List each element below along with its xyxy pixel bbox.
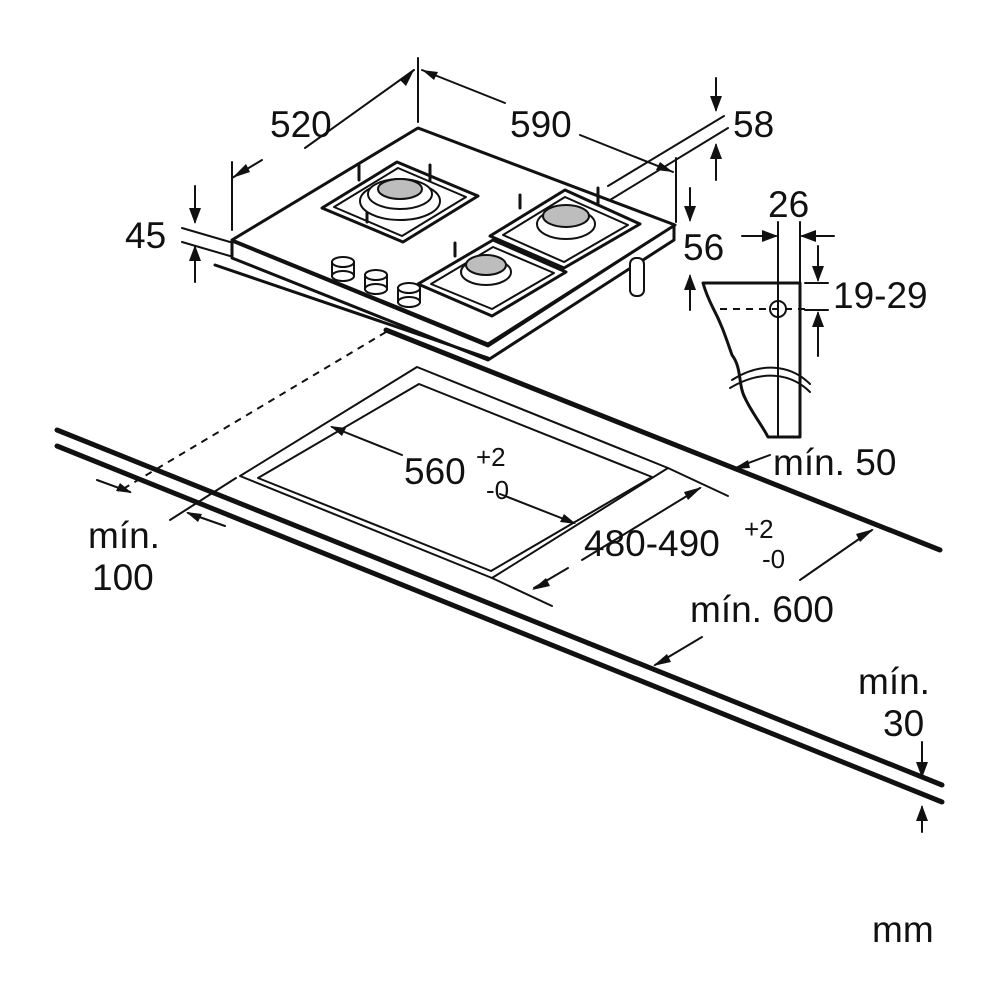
label-58: 58: [733, 104, 774, 145]
countertop-side-dashed-line: [117, 331, 387, 493]
label-min-30-line2: 30: [883, 703, 924, 744]
label-590: 590: [510, 104, 572, 145]
label-56: 56: [683, 227, 724, 268]
pan-support: [320, 160, 480, 244]
label-min-50: mín. 50: [773, 442, 896, 483]
label-560-tol-plus: +2: [476, 442, 506, 472]
control-knob: [331, 256, 355, 282]
label-min-100-line1: mín.: [88, 515, 160, 556]
label-26: 26: [768, 184, 809, 225]
label-560: 560: [404, 451, 466, 492]
label-560-tol-minus: -0: [486, 475, 509, 505]
unit-label: mm: [872, 909, 934, 950]
hob-glass-top: [230, 126, 677, 346]
burner-front: [416, 238, 568, 318]
pan-support: [488, 188, 642, 270]
hob-foot: [629, 257, 645, 297]
dimension-lines: [96, 57, 928, 833]
label-min-600: mín. 600: [690, 589, 834, 630]
label-19-29: 19-29: [833, 275, 928, 316]
hob-side-faces: [230, 223, 676, 362]
control-knobs: [331, 256, 421, 308]
control-knob: [364, 269, 388, 295]
countertop: [54, 327, 945, 805]
cutout-inner-edge: [257, 383, 653, 572]
label-520: 520: [270, 104, 332, 145]
hob: [213, 126, 677, 362]
label-480-490-tol-minus: -0: [762, 544, 785, 574]
bracket-profile: [701, 281, 802, 439]
pan-support: [416, 238, 568, 318]
countertop-front-top-edge: [54, 427, 945, 788]
clamp-bracket-detail: [701, 281, 811, 439]
control-knob: [397, 282, 421, 308]
countertop-back-edge: [383, 327, 943, 553]
burner-wok: [320, 160, 480, 244]
label-min-100-line2: 100: [92, 557, 154, 598]
label-480-490: 480-490: [584, 523, 720, 564]
hob-base-line: [213, 263, 490, 360]
burner-rear-right: [488, 186, 642, 270]
dimension-labels: 520 590 58 45 56 26 19-29 560 +2 -0 480-…: [88, 104, 934, 950]
countertop-front-bottom-edge: [54, 443, 945, 805]
label-480-490-tol-plus: +2: [744, 514, 774, 544]
label-min-30-line1: mín.: [858, 661, 930, 702]
label-45: 45: [125, 215, 166, 256]
